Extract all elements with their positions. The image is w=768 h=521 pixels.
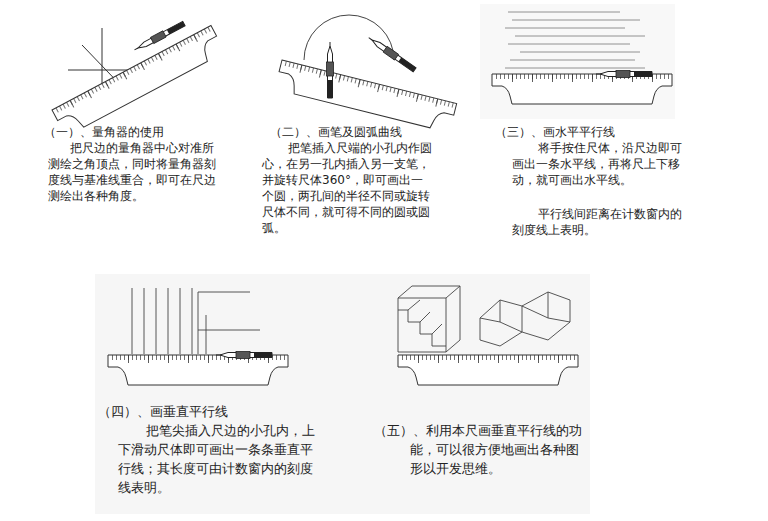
instruction-text: 把尺边的量角器中心对准所测绘之角顶点，同时将量角器刻度线与基准线重合，即可在尺边… bbox=[48, 140, 220, 204]
section-heading: （二）、画笔及圆弧曲线 bbox=[270, 124, 450, 140]
instruction-text: 把笔尖插入尺边的小孔内，上下滑动尺体即可画出一条条垂直平行线；其长度可由计数窗内… bbox=[118, 421, 323, 497]
instruction-text: （五）、利用本尺画垂直平行线的功能，可以很方便地画出各种图形以开发思维。 bbox=[410, 421, 586, 478]
instruction-text: 平行线间距离在计数窗内的刻度线上表明。 bbox=[512, 206, 682, 238]
section-heading: （一）、量角器的使用 bbox=[44, 124, 224, 140]
instruction-text: 把笔插入尺端的小孔内作圆心，在另一孔内插入另一支笔，并旋转尺体360°，即可画出… bbox=[262, 140, 434, 236]
section-heading: （三）、画水平平行线 bbox=[495, 124, 675, 140]
section-heading: （四）、画垂直平行线 bbox=[98, 402, 328, 421]
instruction-text: 将手按住尺体，沿尺边即可画出一条水平线，再将尺上下移动，就可画出水平线。 bbox=[512, 140, 682, 188]
